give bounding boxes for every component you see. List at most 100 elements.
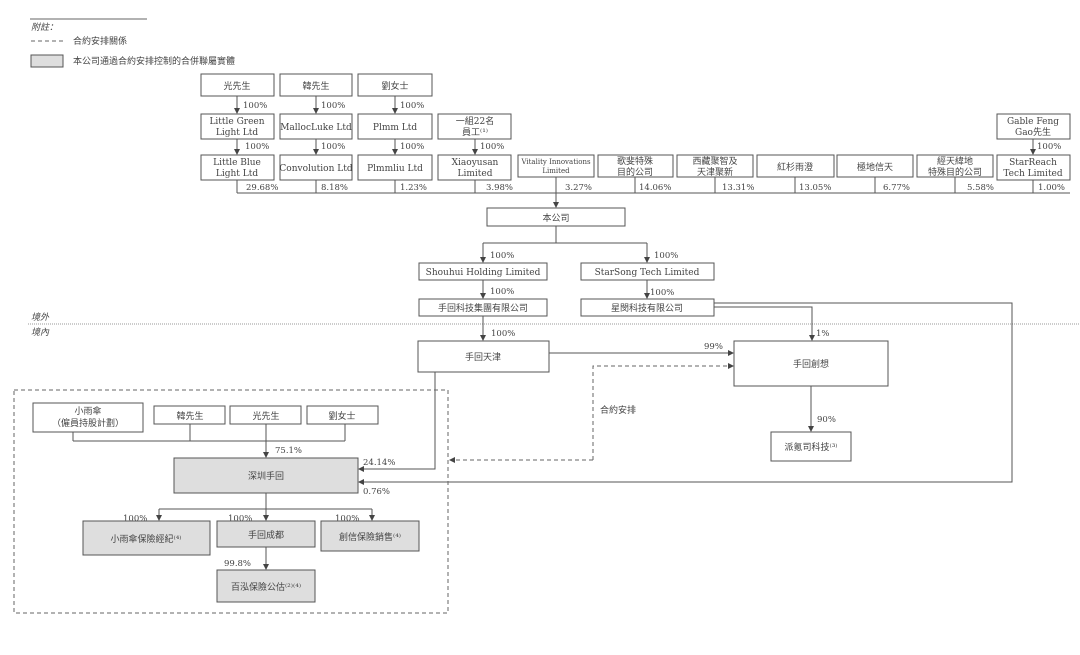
holdco-mallocluke: MallocLuke Ltd bbox=[279, 113, 353, 140]
company-box: 本公司 bbox=[486, 207, 626, 227]
pct-label: 100% bbox=[243, 101, 267, 111]
legend-gray-swatch bbox=[30, 54, 64, 68]
svg-text:天津聚新: 天津聚新 bbox=[697, 166, 733, 178]
svg-text:Light Ltd: Light Ltd bbox=[216, 169, 258, 179]
pct-label: 100% bbox=[654, 251, 678, 261]
pct-label: 1% bbox=[816, 329, 830, 339]
shareholder-little-blue: Little Blue Light Ltd bbox=[200, 154, 275, 181]
shareholder-jingtian: 經天緯地 特殊目的公司 bbox=[916, 154, 994, 178]
pct-label: 100% bbox=[400, 142, 424, 152]
svg-text:創信保險銷售⁽⁴⁾: 創信保險銷售⁽⁴⁾ bbox=[339, 531, 401, 543]
shareholder-plmmliu: Plmmliu Ltd bbox=[357, 154, 433, 181]
vie-holder-liu: 劉女士 bbox=[306, 405, 379, 425]
svg-text:星閔科技有限公司: 星閔科技有限公司 bbox=[611, 302, 683, 314]
starsong-box: StarSong Tech Limited bbox=[580, 262, 715, 281]
legend-title: 附註： bbox=[31, 22, 58, 33]
vie-sub-shouhui-chengdu[interactable]: 手回成都 bbox=[216, 520, 316, 548]
pct-label: 99.8% bbox=[224, 559, 251, 569]
vie-holder-guang: 光先生 bbox=[229, 405, 302, 425]
pct-label: 13.31% bbox=[722, 183, 754, 193]
svg-text:手回創想: 手回創想 bbox=[793, 358, 829, 370]
svg-text:Limited: Limited bbox=[542, 167, 570, 175]
svg-text:本公司: 本公司 bbox=[542, 212, 569, 224]
svg-text:光先生: 光先生 bbox=[223, 80, 250, 92]
svg-text:經天緯地: 經天緯地 bbox=[937, 155, 973, 167]
svg-text:Vitality Innovations: Vitality Innovations bbox=[520, 158, 591, 166]
individual-guang: 光先生 bbox=[200, 73, 275, 97]
pct-label: 100% bbox=[335, 514, 359, 524]
svg-text:百泓保險公估⁽²⁾⁽⁴⁾: 百泓保險公估⁽²⁾⁽⁴⁾ bbox=[231, 581, 301, 593]
pct-label: 100% bbox=[321, 101, 345, 111]
shareholder-xizang-tianjin: 西藏聚智及 天津聚新 bbox=[676, 154, 754, 178]
shareholder-convolution: Convolution Ltd bbox=[279, 154, 353, 181]
pct-label: 100% bbox=[1037, 142, 1061, 152]
pct-label: 90% bbox=[817, 415, 836, 425]
pct-label: 1.00% bbox=[1038, 183, 1065, 193]
svg-text:Tech Limited: Tech Limited bbox=[1003, 169, 1063, 179]
vie-sub-xiaoyusan-broker[interactable]: 小雨傘保險經紀⁽⁴⁾ bbox=[82, 520, 211, 556]
pct-label: 100% bbox=[480, 142, 504, 152]
svg-text:Little Green: Little Green bbox=[209, 117, 264, 127]
shareholder-xiaoyusan: Xiaoyusan Limited bbox=[437, 154, 512, 181]
pct-label: 6.77% bbox=[883, 183, 910, 193]
svg-text:劉女士: 劉女士 bbox=[381, 80, 408, 92]
individual-liu: 劉女士 bbox=[357, 73, 433, 97]
pct-label: 0.76% bbox=[363, 487, 390, 497]
pct-label: 5.58% bbox=[967, 183, 994, 193]
chuangxiang-box: 手回創想 bbox=[733, 340, 889, 387]
legend-dashed-label: 合約安排關係 bbox=[73, 35, 127, 47]
shareholder-starreach: StarReach Tech Limited bbox=[996, 154, 1071, 181]
vie-holder-han: 韓先生 bbox=[153, 405, 226, 425]
svg-text:手回天津: 手回天津 bbox=[465, 351, 501, 363]
pct-label: 100% bbox=[321, 142, 345, 152]
svg-text:手回科技集團有限公司: 手回科技集團有限公司 bbox=[438, 302, 528, 314]
svg-text:StarReach: StarReach bbox=[1009, 158, 1057, 168]
onshore-label: 境內 bbox=[31, 327, 50, 338]
xingmin-box: 星閔科技有限公司 bbox=[580, 298, 715, 317]
shareholder-jidi: 極地信天 bbox=[836, 154, 914, 178]
svg-text:歌斐特殊: 歌斐特殊 bbox=[617, 155, 653, 167]
svg-text:小雨傘: 小雨傘 bbox=[74, 405, 101, 417]
svg-text:員工⁽¹⁾: 員工⁽¹⁾ bbox=[462, 127, 488, 138]
svg-text:Little Blue: Little Blue bbox=[213, 158, 261, 168]
svg-text:StarSong Tech Limited: StarSong Tech Limited bbox=[595, 268, 700, 278]
pct-label: 100% bbox=[491, 329, 515, 339]
offshore-label: 境外 bbox=[31, 312, 50, 323]
legend-gray-label: 本公司通過合約安排控制的合併聯屬實體 bbox=[73, 55, 235, 67]
svg-text:西藏聚智及: 西藏聚智及 bbox=[692, 155, 737, 167]
holdco-plmm: Plmm Ltd bbox=[357, 113, 433, 140]
svg-text:派氪司科技⁽³⁾: 派氪司科技⁽³⁾ bbox=[784, 441, 837, 453]
svg-text:Light Ltd: Light Ltd bbox=[216, 128, 258, 138]
pct-label: 8.18% bbox=[321, 183, 348, 193]
svg-text:一組22名: 一組22名 bbox=[456, 115, 494, 127]
shouhui-holding-box: Shouhui Holding Limited bbox=[418, 262, 548, 281]
vie-sub-chuangxin-sales[interactable]: 創信保險銷售⁽⁴⁾ bbox=[320, 520, 420, 552]
gable-feng-gao: Gable Feng Gao先生 bbox=[996, 113, 1071, 140]
svg-text:MallocLuke Ltd: MallocLuke Ltd bbox=[280, 123, 352, 133]
svg-text:特殊目的公司: 特殊目的公司 bbox=[928, 166, 982, 178]
pct-label: 1.23% bbox=[400, 183, 427, 193]
svg-text:紅杉雨澄: 紅杉雨澄 bbox=[777, 161, 813, 173]
pct-label: 100% bbox=[123, 514, 147, 524]
pct-label: 13.05% bbox=[799, 183, 831, 193]
svg-text:Gao先生: Gao先生 bbox=[1015, 126, 1051, 138]
contract-arrangement-label: 合約安排 bbox=[600, 404, 636, 416]
svg-text:極地信天: 極地信天 bbox=[857, 161, 893, 173]
svg-text:手回成都: 手回成都 bbox=[248, 529, 284, 541]
svg-text:目的公司: 目的公司 bbox=[617, 166, 653, 178]
employee-group: 一組22名 員工⁽¹⁾ bbox=[437, 113, 512, 140]
pct-label: 100% bbox=[228, 514, 252, 524]
paiqi-box: 派氪司科技⁽³⁾ bbox=[770, 431, 852, 462]
svg-text:劉女士: 劉女士 bbox=[328, 410, 355, 422]
pct-label: 100% bbox=[245, 142, 269, 152]
pct-label: 100% bbox=[490, 251, 514, 261]
shenzhen-shouhui-box[interactable]: 深圳手回 bbox=[173, 457, 359, 494]
pct-label: 100% bbox=[650, 288, 674, 298]
shareholder-gefei: 歌斐特殊 目的公司 bbox=[597, 154, 674, 178]
svg-text:（僱員持股計劃）: （僱員持股計劃） bbox=[52, 417, 124, 429]
svg-text:韓先生: 韓先生 bbox=[302, 80, 329, 92]
pct-label: 29.68% bbox=[246, 183, 278, 193]
pct-label: 99% bbox=[704, 342, 723, 352]
vie-sub-baihong[interactable]: 百泓保險公估⁽²⁾⁽⁴⁾ bbox=[216, 569, 316, 603]
